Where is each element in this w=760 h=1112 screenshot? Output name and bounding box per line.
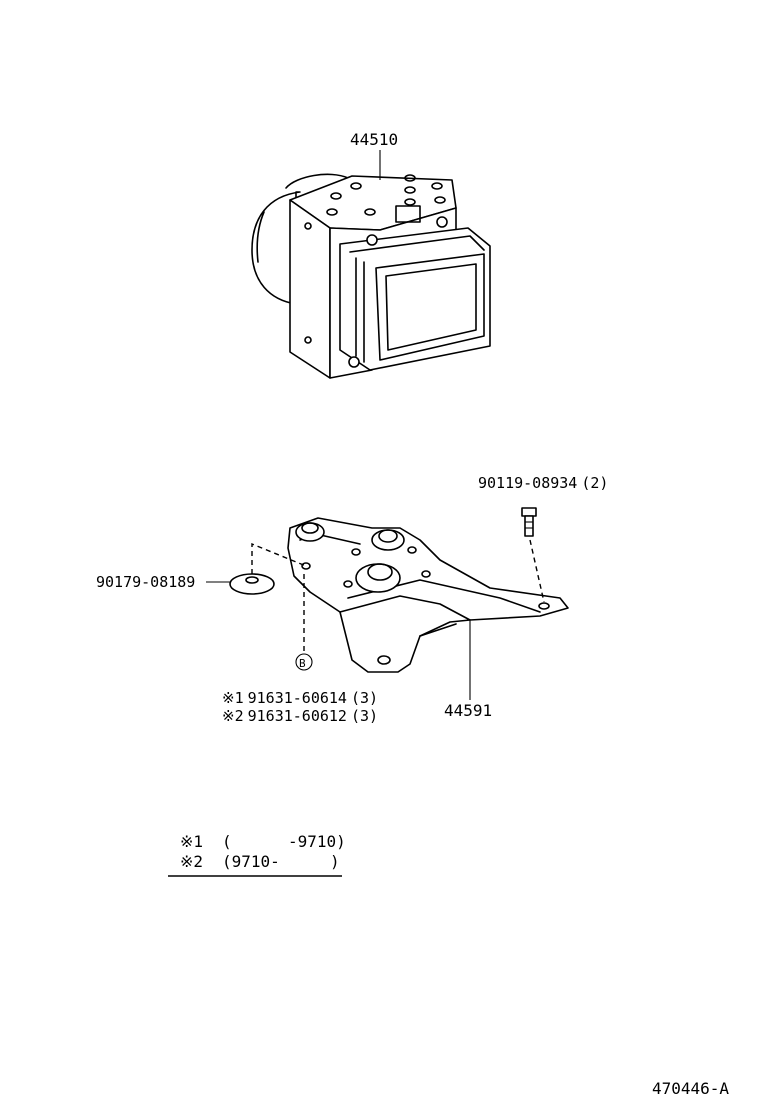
bolt-dashline: [529, 539, 545, 603]
nut-marker-circle: [295, 653, 313, 671]
legend-row-1: ※1 ( -9710): [180, 832, 346, 851]
nut-marker-letter: B: [299, 657, 306, 670]
abs-actuator-drawing: [251, 173, 491, 379]
label-44591: 44591: [444, 701, 492, 720]
legend: ※1 ( -9710) ※2 (9710- ): [168, 832, 346, 877]
cushion-dashline: [251, 542, 307, 574]
cushion-drawing: [229, 573, 275, 595]
bracket-drawing: [287, 517, 569, 673]
legend-row-2: ※2 (9710- ): [180, 852, 340, 871]
label-44510: 44510: [350, 130, 398, 149]
figure-id: 470446-A: [652, 1079, 729, 1098]
label-cushion-number: 90179-08189: [96, 573, 195, 591]
label-bolt-number: 90119-08934(2): [478, 474, 608, 492]
bolt-drawing: [521, 507, 537, 537]
